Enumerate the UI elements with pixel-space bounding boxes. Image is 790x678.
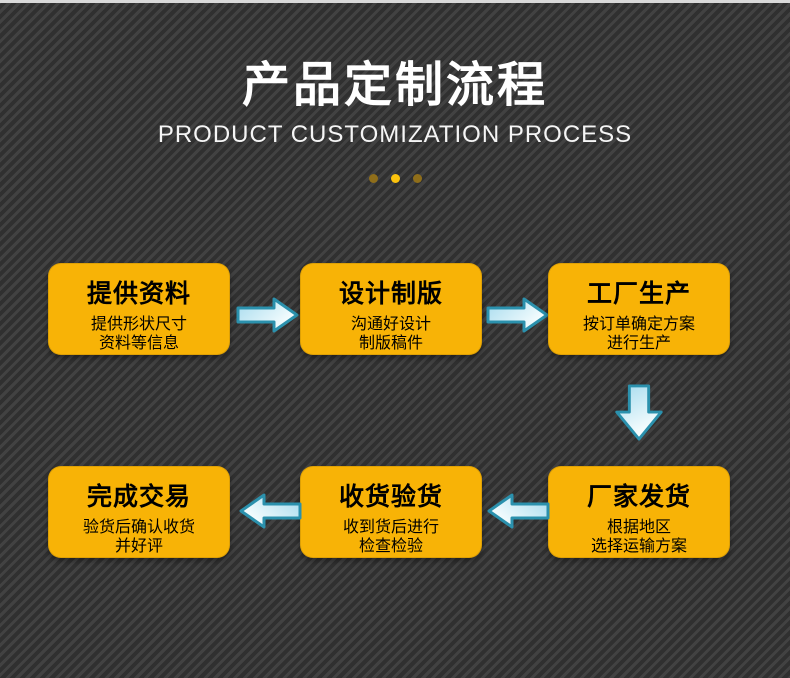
step-desc-line: 制版稿件 bbox=[358, 335, 423, 352]
step-desc-line: 选择运输方案 bbox=[590, 538, 687, 555]
step-desc-line: 收到货后进行 bbox=[342, 519, 439, 536]
step-desc: 验货后确认收货 并好评 bbox=[48, 518, 230, 556]
step-desc-line: 并好评 bbox=[114, 538, 163, 555]
arrow-down-icon bbox=[615, 384, 663, 441]
decorative-dots bbox=[0, 174, 790, 183]
step-desc-line: 沟通好设计 bbox=[350, 316, 431, 333]
header: 产品定制流程 PRODUCT CUSTOMIZATION PROCESS bbox=[0, 58, 790, 183]
step-title: 收货验货 bbox=[338, 483, 443, 511]
step-factory-production: 工厂生产 按订单确定方案 进行生产 bbox=[548, 263, 730, 355]
step-manufacturer-shipping: 厂家发货 根据地区 选择运输方案 bbox=[548, 466, 730, 558]
step-complete-transaction: 完成交易 验货后确认收货 并好评 bbox=[48, 466, 230, 558]
dot-icon bbox=[390, 174, 400, 183]
step-desc: 收到货后进行 检查检验 bbox=[300, 518, 482, 556]
step-desc-line: 进行生产 bbox=[606, 335, 671, 352]
top-divider bbox=[0, 0, 790, 3]
step-title: 工厂生产 bbox=[586, 280, 691, 308]
step-title: 厂家发货 bbox=[586, 483, 691, 511]
page-title: 产品定制流程 bbox=[241, 59, 548, 112]
step-title: 设计制版 bbox=[338, 280, 443, 308]
step-desc: 沟通好设计 制版稿件 bbox=[300, 315, 482, 353]
arrow-left-icon bbox=[487, 493, 550, 529]
step-desc: 提供形状尺寸 资料等信息 bbox=[48, 315, 230, 353]
step-desc: 按订单确定方案 进行生产 bbox=[548, 315, 730, 353]
step-desc-line: 提供形状尺寸 bbox=[90, 316, 187, 333]
step-desc-line: 按订单确定方案 bbox=[582, 316, 695, 333]
step-desc-line: 检查检验 bbox=[358, 538, 423, 555]
step-title: 提供资料 bbox=[86, 280, 191, 308]
step-desc-line: 验货后确认收货 bbox=[82, 519, 195, 536]
dot-icon bbox=[412, 174, 422, 183]
step-desc-line: 资料等信息 bbox=[98, 335, 179, 352]
step-design-plate: 设计制版 沟通好设计 制版稿件 bbox=[300, 263, 482, 355]
arrow-left-icon bbox=[239, 493, 302, 529]
step-provide-materials: 提供资料 提供形状尺寸 资料等信息 bbox=[48, 263, 230, 355]
step-receive-inspect: 收货验货 收到货后进行 检查检验 bbox=[300, 466, 482, 558]
step-desc: 根据地区 选择运输方案 bbox=[548, 518, 730, 556]
step-desc-line: 根据地区 bbox=[606, 519, 671, 536]
dot-icon bbox=[368, 174, 378, 183]
arrow-right-icon bbox=[236, 297, 299, 333]
page-subtitle: PRODUCT CUSTOMIZATION PROCESS bbox=[157, 121, 633, 148]
arrow-right-icon bbox=[486, 297, 549, 333]
step-title: 完成交易 bbox=[86, 483, 191, 511]
